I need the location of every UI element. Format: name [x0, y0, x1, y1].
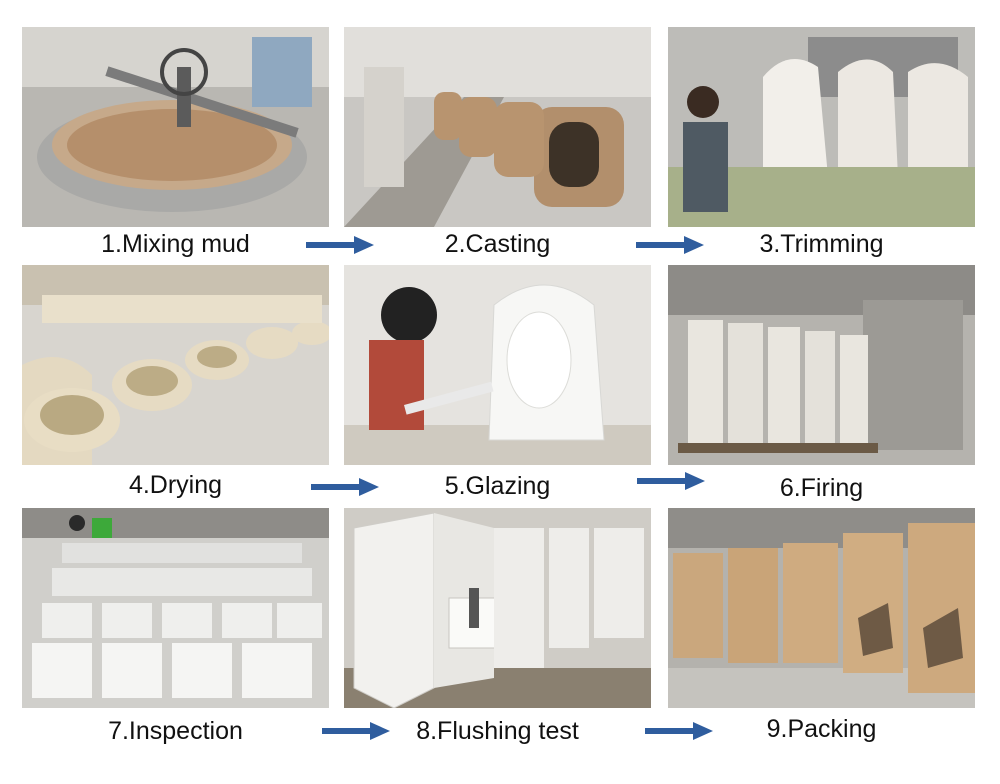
inspection-floor-photo	[22, 508, 329, 708]
flow-arrow-icon	[311, 478, 379, 496]
flow-arrow-icon	[322, 722, 390, 740]
step-label-9: 9.Packing	[766, 715, 877, 743]
flow-arrow-icon	[637, 472, 705, 490]
step-label-4: 4.Drying	[128, 471, 223, 499]
packed-boxes-photo	[668, 508, 975, 708]
step-label-3: 3.Trimming	[759, 230, 884, 258]
trimming-worker-photo	[668, 27, 975, 227]
drying-toilets-photo	[22, 265, 329, 465]
glazing-worker-photo	[344, 265, 651, 465]
step-label-7: 7.Inspection	[108, 717, 243, 745]
step-label-8: 8.Flushing test	[416, 717, 579, 745]
step-label-2: 2.Casting	[444, 230, 551, 258]
casting-molds-photo	[344, 27, 651, 227]
kiln-cart-photo	[668, 265, 975, 465]
step-label-5: 5.Glazing	[444, 472, 551, 500]
flow-arrow-icon	[636, 236, 704, 254]
flow-arrow-icon	[306, 236, 374, 254]
step-label-6: 6.Firing	[779, 474, 864, 502]
mixing-tank-photo	[22, 27, 329, 227]
flushing-test-photo	[344, 508, 651, 708]
flow-arrow-icon	[645, 722, 713, 740]
step-label-1: 1.Mixing mud	[101, 230, 250, 258]
